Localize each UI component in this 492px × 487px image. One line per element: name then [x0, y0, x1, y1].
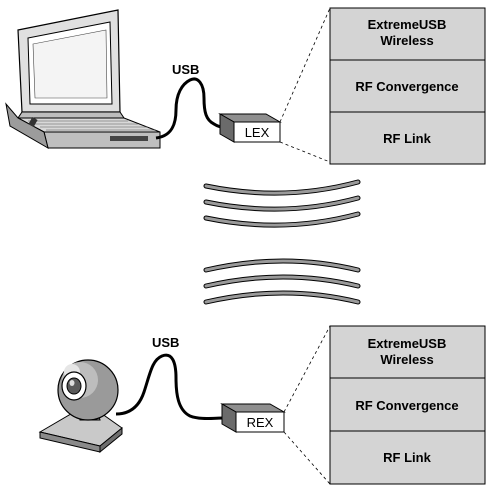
callout-line-top-upper — [279, 7, 331, 123]
stack-label-line: Wireless — [380, 33, 433, 48]
stack-label-line: ExtremeUSB — [368, 17, 447, 32]
usb-cable-top — [155, 77, 233, 140]
callout-line-top-lower — [279, 141, 331, 163]
stack-bottom-label-3: RF Link — [383, 450, 431, 465]
stack-top-label-3: RF Link — [383, 131, 431, 146]
stack-bottom-layer-2 — [329, 377, 486, 432]
rex-label: REX — [247, 415, 274, 430]
stack-top-label-2: RF Convergence — [355, 79, 458, 94]
laptop-icon — [5, 9, 161, 150]
stack-bottom-layer-1 — [329, 325, 486, 379]
webcam-icon — [38, 359, 123, 454]
lex-label: LEX — [245, 125, 270, 140]
stack-bottom-layer-3 — [329, 430, 486, 485]
usb-cable-bottom — [115, 353, 225, 420]
rex-box: REX — [220, 403, 286, 433]
usb-label-top: USB — [172, 62, 199, 77]
stack-top-layer-3 — [329, 111, 486, 165]
callout-line-bottom-upper — [283, 325, 331, 413]
stack-label-line: ExtremeUSB — [368, 336, 447, 351]
callout-line-bottom-lower — [283, 431, 331, 485]
usb-label-bottom: USB — [152, 335, 179, 350]
radio-waves-icon — [203, 179, 361, 305]
stack-bottom-label-2: RF Convergence — [355, 398, 458, 413]
lex-box: LEX — [218, 113, 282, 143]
stack-label-line: Wireless — [380, 352, 433, 367]
